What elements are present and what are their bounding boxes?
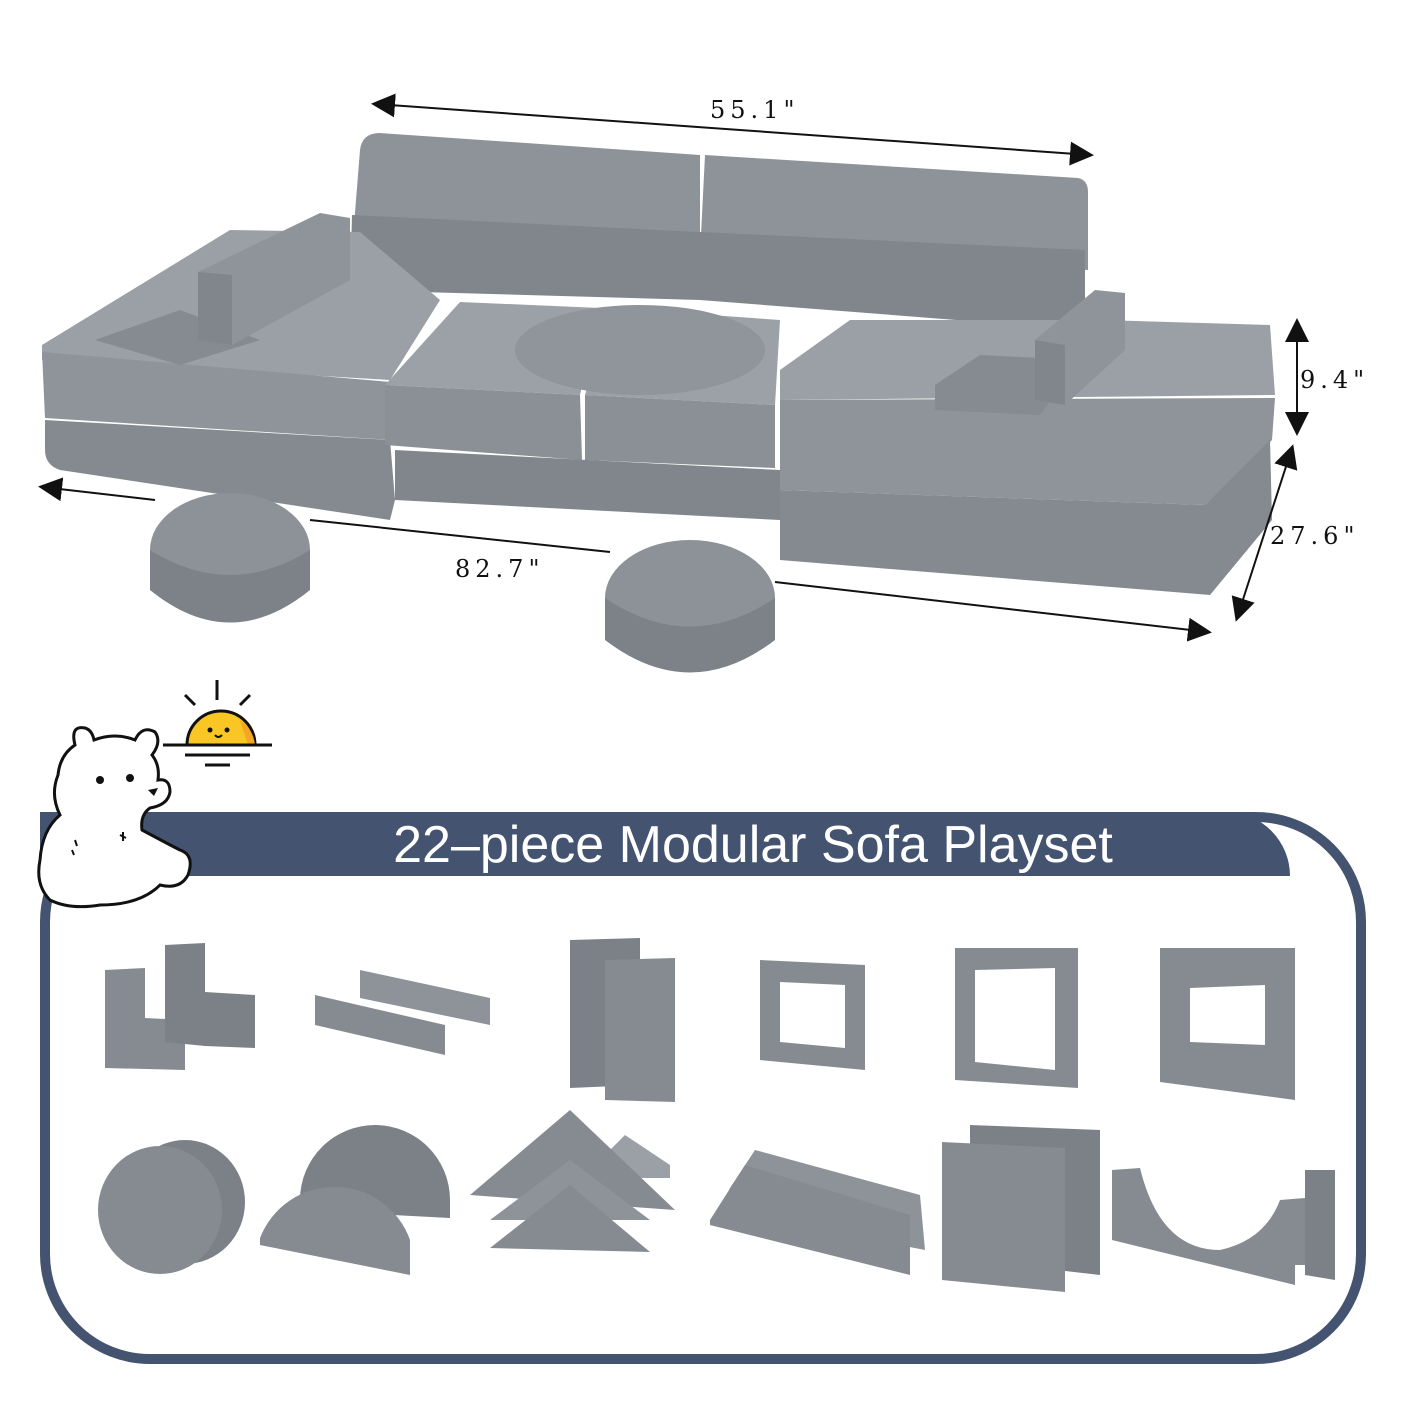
disc-icon bbox=[98, 1140, 245, 1274]
pieces-panel bbox=[40, 812, 1366, 1364]
pieces-grid bbox=[80, 920, 1340, 1340]
wedge-icon bbox=[710, 1150, 925, 1275]
bar-icon bbox=[315, 970, 490, 1055]
dimension-total-length: 82.7" bbox=[455, 555, 545, 583]
frame-icon bbox=[760, 960, 865, 1070]
frame-icon bbox=[1160, 948, 1295, 1100]
frame-icon bbox=[955, 948, 1078, 1088]
title-banner bbox=[150, 812, 1290, 876]
pillar-icon bbox=[570, 938, 675, 1102]
half-moon-icon bbox=[260, 1125, 450, 1275]
bear-icon bbox=[30, 720, 200, 920]
product-title: 22–piece Modular Sofa Playset bbox=[393, 816, 1113, 874]
sofa-icon bbox=[38, 93, 1309, 673]
dimension-depth: 27.6" bbox=[1270, 522, 1360, 550]
dimension-back-width: 55.1" bbox=[710, 96, 800, 124]
triangle-icon bbox=[470, 1110, 675, 1252]
dimension-height: 9.4" bbox=[1300, 366, 1370, 394]
sofa-illustration bbox=[0, 0, 1406, 680]
cushion-icon bbox=[942, 1125, 1100, 1292]
arch-icon bbox=[1112, 1168, 1335, 1285]
sunrise-icon bbox=[160, 675, 275, 770]
l-block-icon bbox=[105, 943, 255, 1070]
